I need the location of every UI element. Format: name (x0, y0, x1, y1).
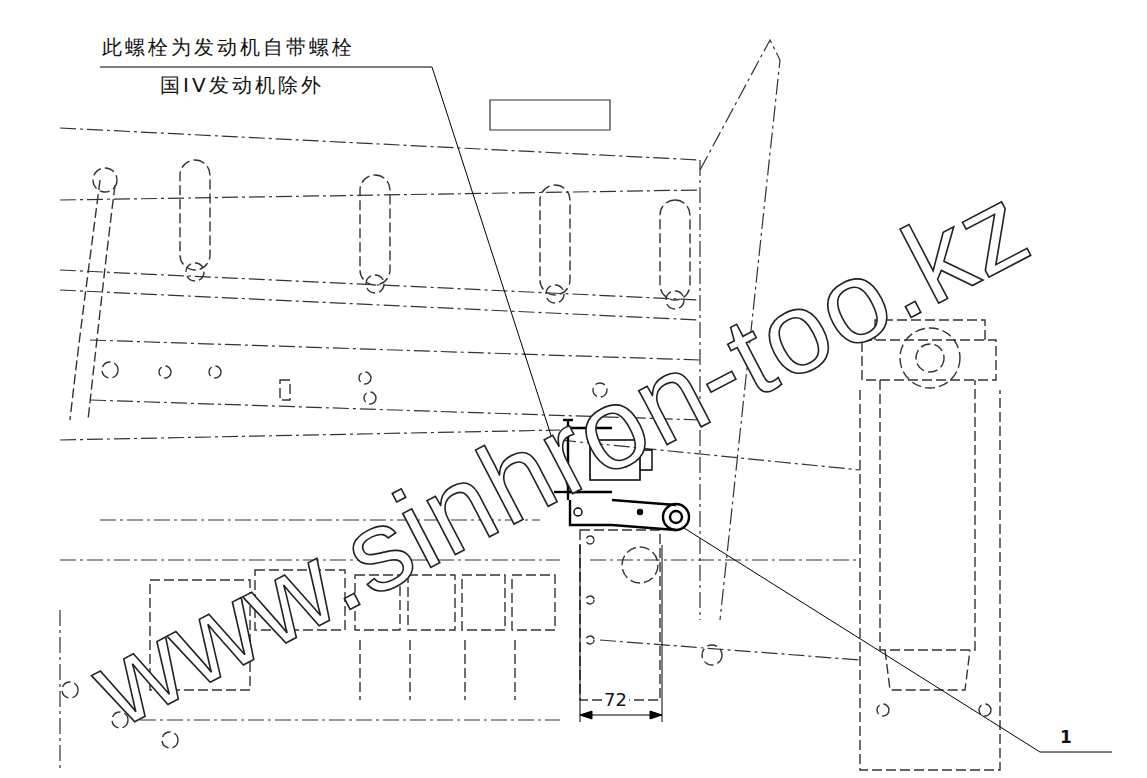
dimension-value: 72 (602, 690, 629, 711)
note-text: 此螺栓为发动机自带螺栓 (100, 36, 357, 59)
callout-number: 1 (1058, 728, 1074, 748)
note-text: 国IV发动机除外 (158, 74, 326, 97)
watermark: www.sinhron-too.kz (71, 157, 1050, 752)
